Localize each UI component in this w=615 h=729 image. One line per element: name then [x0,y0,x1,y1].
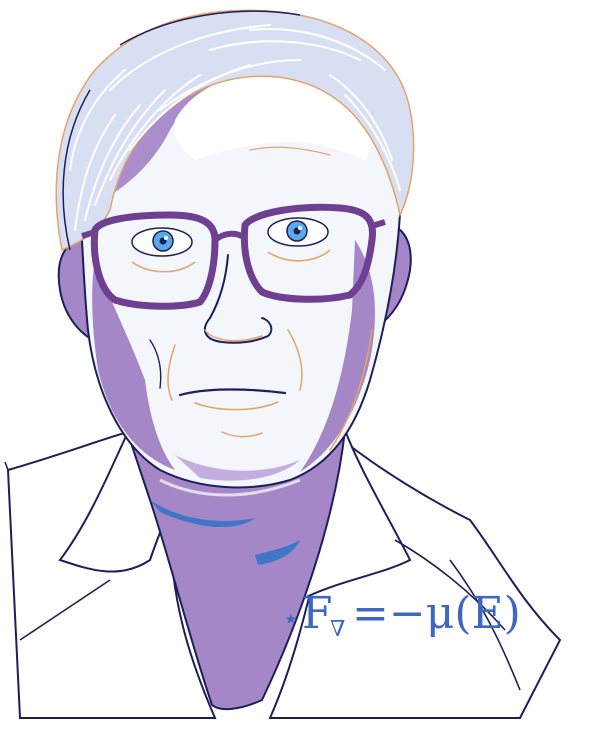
face-features [149,146,373,451]
hair-strands [69,24,401,231]
shirt-fold-3 [394,539,506,631]
shirt-fold-4 [4,461,9,471]
under-eye-right [267,249,331,262]
glasses-lens-right [240,203,377,303]
neck [128,427,347,711]
formula-rest: =−μ(E) [352,588,521,639]
forehead-line [249,146,331,156]
shirt-fold-2 [449,559,521,691]
smile-line-left [167,344,176,401]
glasses-arm-left [81,229,96,239]
eyes [131,217,331,273]
glasses-arm-right [371,219,386,229]
mouth-lower [194,401,279,411]
neck-dark-band-2 [255,540,300,565]
face-shadow-chin [175,455,300,481]
glasses-bridge [213,230,247,243]
nose [203,254,273,344]
formula-sub: ∇ [330,617,345,642]
highlight-left [164,236,168,240]
glasses [81,203,386,310]
cheek-line-left [149,339,162,389]
shirt-fold-1 [19,579,111,641]
face-shadow-left-cheek [92,260,175,470]
face-outline-right [329,329,373,451]
formula-star: ⋆ [282,602,300,635]
neck-highlight [159,478,301,497]
glasses-lens-left [90,211,219,310]
formula-f: F [302,588,333,639]
collar-right [299,429,412,601]
under-eye-left [131,261,196,273]
formula: ⋆ F ∇ =−μ(E) [282,588,521,642]
face-shadow-right [300,240,375,472]
face-light-forehead [174,71,372,160]
nose-accent [204,329,263,342]
neck-dark-band-1 [150,500,255,528]
chin-line [221,431,263,438]
hair-outline [62,10,301,251]
mouth-upper [178,388,287,397]
smile-line-right [287,329,303,391]
hair [55,9,415,252]
highlight-right [298,226,302,230]
